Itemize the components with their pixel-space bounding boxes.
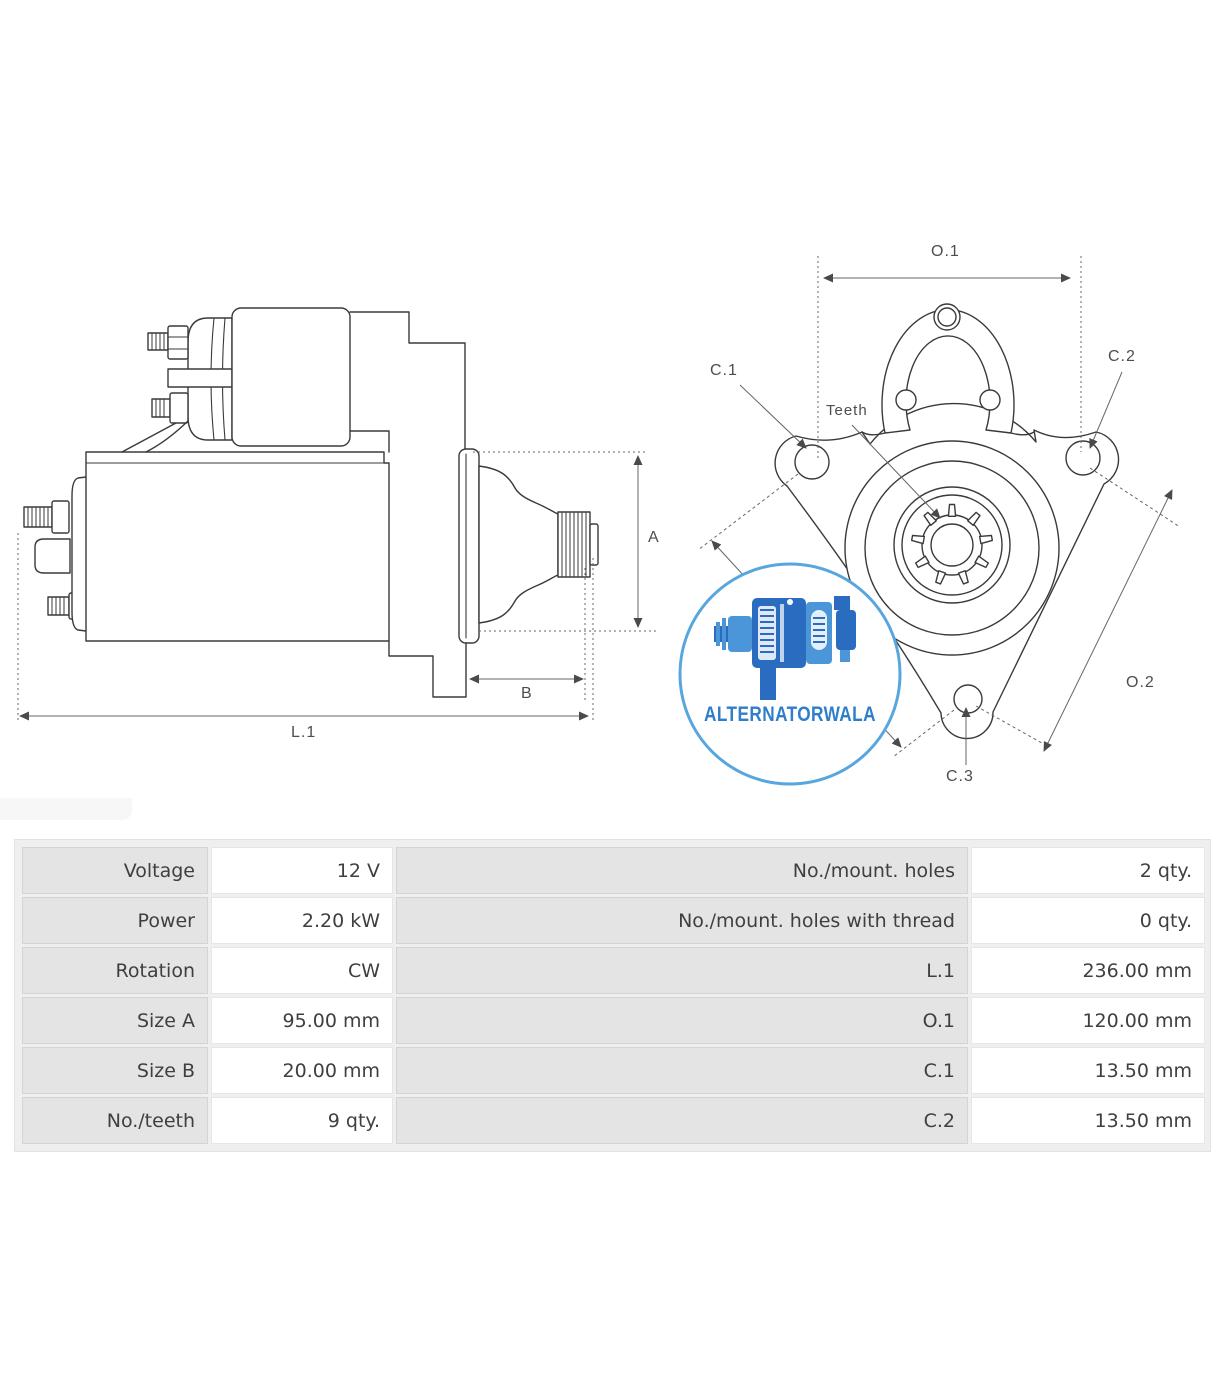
mount-foot bbox=[388, 640, 467, 698]
spec-value-cell: 2.20 kW bbox=[211, 897, 393, 944]
spec-table: Voltage 12 V No./mount. holes 2 qty. Pow… bbox=[14, 839, 1211, 1152]
spec-label-cell: C.2 bbox=[396, 1097, 968, 1144]
dim-label-c3: C.3 bbox=[946, 768, 974, 785]
spec-label-cell: C.1 bbox=[396, 1047, 968, 1094]
motor-body bbox=[85, 451, 390, 642]
table-row: No./teeth 9 qty. C.2 13.50 mm bbox=[22, 1097, 1205, 1144]
mount-flange bbox=[458, 448, 480, 644]
table-row: Power 2.20 kW No./mount. holes with thre… bbox=[22, 897, 1205, 944]
spec-value-cell: 13.50 mm bbox=[971, 1097, 1205, 1144]
technical-drawing bbox=[17, 256, 1181, 786]
dim-line-o2 bbox=[1043, 489, 1173, 752]
leader-c2 bbox=[1089, 371, 1123, 449]
spec-value-cell: 236.00 mm bbox=[971, 947, 1205, 994]
dim-label-b: B bbox=[521, 685, 533, 702]
spec-value-cell: 95.00 mm bbox=[211, 997, 393, 1044]
table-row: Size B 20.00 mm C.1 13.50 mm bbox=[22, 1047, 1205, 1094]
dim-label-l1: L.1 bbox=[291, 724, 317, 741]
dim-label-a: A bbox=[648, 529, 660, 546]
rear-end-plate bbox=[71, 476, 87, 632]
spec-value-cell: 12 V bbox=[211, 847, 393, 894]
pinion-bore bbox=[930, 523, 974, 567]
spec-value-cell: 2 qty. bbox=[971, 847, 1205, 894]
spec-value-cell: 0 qty. bbox=[971, 897, 1205, 944]
dim-label-c1: C.1 bbox=[710, 362, 738, 379]
spec-value-cell: 9 qty. bbox=[211, 1097, 393, 1144]
spec-label-cell: Power bbox=[22, 897, 208, 944]
dim-label-teeth: Teeth bbox=[826, 402, 868, 419]
table-row: Voltage 12 V No./mount. holes 2 qty. bbox=[22, 847, 1205, 894]
front-view-drawing bbox=[774, 303, 1120, 740]
page-edge-artifact bbox=[0, 798, 132, 820]
spec-label-cell: Size B bbox=[22, 1047, 208, 1094]
dim-label-o2: O.2 bbox=[1126, 674, 1155, 691]
hole-c2 bbox=[1065, 440, 1101, 476]
spec-value-cell: CW bbox=[211, 947, 393, 994]
side-view-dimensions bbox=[17, 451, 658, 722]
spec-value-cell: 120.00 mm bbox=[971, 997, 1205, 1044]
spec-value-cell: 20.00 mm bbox=[211, 1047, 393, 1094]
spec-label-cell: Size A bbox=[22, 997, 208, 1044]
solenoid-busbar bbox=[167, 368, 233, 388]
pinion-teeth bbox=[910, 503, 994, 585]
table-row: Size A 95.00 mm O.1 120.00 mm bbox=[22, 997, 1205, 1044]
spec-label-cell: No./teeth bbox=[22, 1097, 208, 1144]
leader-c1 bbox=[739, 384, 807, 449]
alternator-icon bbox=[714, 596, 856, 700]
dim-label-o1: O.1 bbox=[931, 243, 960, 260]
solenoid-body bbox=[231, 307, 351, 447]
spec-label-cell: Rotation bbox=[22, 947, 208, 994]
leader-teeth bbox=[851, 424, 941, 519]
dim-label-c2: C.2 bbox=[1108, 348, 1136, 365]
logo-badge bbox=[678, 562, 902, 786]
hole-c3 bbox=[953, 684, 983, 714]
spec-value-cell: 13.50 mm bbox=[971, 1047, 1205, 1094]
table-row: Rotation CW L.1 236.00 mm bbox=[22, 947, 1205, 994]
drive-end-bell bbox=[478, 465, 559, 624]
spec-label-cell: No./mount. holes bbox=[396, 847, 968, 894]
arch-right-hole bbox=[979, 389, 1001, 411]
spec-label-cell: Voltage bbox=[22, 847, 208, 894]
spec-label-cell: O.1 bbox=[396, 997, 968, 1044]
spec-label-cell: L.1 bbox=[396, 947, 968, 994]
spec-label-cell: No./mount. holes with thread bbox=[396, 897, 968, 944]
arch-left-hole bbox=[895, 389, 917, 411]
front-bracket bbox=[349, 311, 466, 450]
side-view-drawing bbox=[23, 307, 599, 698]
logo-text: ALTERNATORWALA bbox=[704, 703, 876, 726]
hole-c1 bbox=[794, 444, 830, 480]
